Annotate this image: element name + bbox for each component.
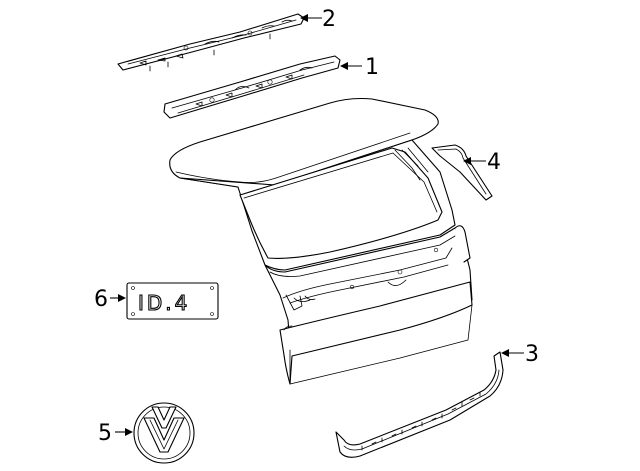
callout-2: 2 bbox=[300, 7, 336, 32]
part-1-upper-reinforcement bbox=[163, 55, 341, 119]
part-3-lower-trim bbox=[335, 351, 504, 458]
callout-6-label: 6 bbox=[94, 287, 108, 312]
callout-2-label: 2 bbox=[322, 7, 336, 32]
badge-text: ID.4 bbox=[138, 291, 190, 315]
callout-6: 6 bbox=[94, 287, 126, 312]
callout-3-label: 3 bbox=[525, 342, 539, 367]
part-2-upper-bracket bbox=[117, 13, 305, 72]
callout-3: 3 bbox=[501, 342, 539, 367]
part-5-vw-emblem bbox=[133, 402, 195, 464]
part-4-side-trim bbox=[431, 144, 493, 201]
callout-5: 5 bbox=[98, 421, 133, 446]
callout-1-label: 1 bbox=[365, 55, 379, 80]
callout-4: 4 bbox=[463, 150, 501, 175]
callout-5-label: 5 bbox=[98, 421, 112, 446]
liftgate bbox=[169, 97, 473, 385]
callout-1: 1 bbox=[340, 55, 379, 80]
callout-4-label: 4 bbox=[487, 150, 501, 175]
part-6-id4-badge: ID.4 bbox=[126, 282, 219, 320]
